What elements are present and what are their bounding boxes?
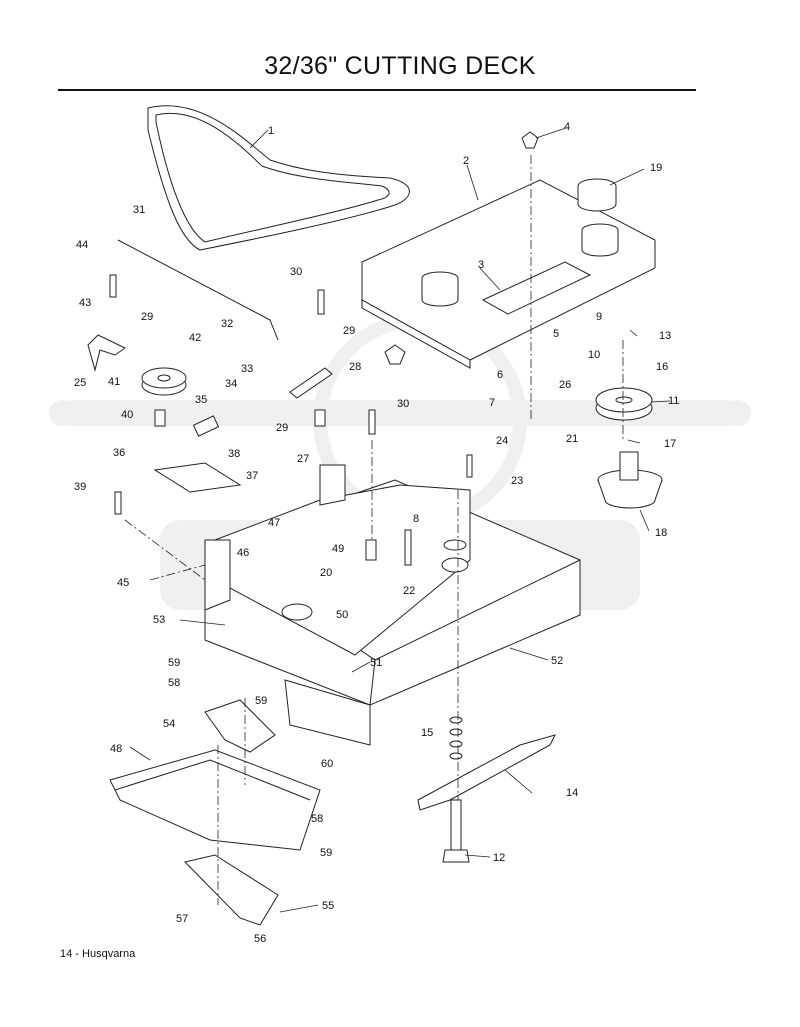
callout-21: 21 — [566, 433, 578, 445]
callout-14: 14 — [566, 787, 578, 799]
part-2-deck-cover — [361, 179, 656, 369]
part-41-pulley — [141, 367, 187, 396]
callout-11: 11 — [668, 395, 679, 407]
leader-lines — [129, 127, 671, 913]
callout-47: 47 — [268, 517, 280, 529]
part-52-deck-housing — [204, 464, 581, 746]
part-11-pulley — [595, 387, 653, 421]
callout-50: 50 — [336, 609, 348, 621]
callout-32: 32 — [221, 318, 233, 330]
callout-28: 28 — [349, 361, 361, 373]
callout-2: 2 — [463, 155, 469, 167]
callout-1: 1 — [268, 125, 274, 137]
callout-5: 5 — [553, 328, 559, 340]
callout-38: 38 — [228, 448, 240, 460]
callout-57: 57 — [176, 913, 188, 925]
page-footer: 14 - Husqvarna — [60, 948, 136, 960]
callout-60: 60 — [321, 758, 333, 770]
callout-37: 37 — [246, 470, 258, 482]
callout-30b: 30 — [397, 398, 409, 410]
callout-29: 29 — [141, 311, 153, 323]
callout-29c: 29 — [276, 422, 288, 434]
assembly-lines — [124, 155, 624, 905]
callout-8: 8 — [413, 513, 419, 525]
callout-45: 45 — [117, 577, 129, 589]
callout-52: 52 — [551, 655, 563, 667]
part-37-plate — [153, 462, 242, 493]
callout-24: 24 — [496, 435, 508, 447]
part-4b-knob — [384, 344, 406, 365]
part-54-bracket — [204, 699, 276, 753]
part-25-bracket — [87, 334, 126, 372]
callout-26: 26 — [559, 379, 571, 391]
callout-59c: 59 — [320, 847, 332, 859]
part-55-bracket — [184, 854, 279, 926]
title-rule — [58, 89, 696, 91]
callout-17: 17 — [664, 438, 676, 450]
callout-7: 7 — [489, 397, 495, 409]
callout-4: 4 — [564, 121, 570, 133]
callout-40: 40 — [121, 409, 133, 421]
callout-54: 54 — [163, 718, 175, 730]
callout-59: 59 — [168, 657, 180, 669]
callout-53: 53 — [153, 614, 165, 626]
callout-43: 43 — [79, 297, 91, 309]
part-12-bolt — [442, 799, 470, 863]
callout-3: 3 — [478, 259, 484, 271]
callout-33: 33 — [241, 363, 253, 375]
callout-18: 18 — [655, 527, 667, 539]
callout-12: 12 — [493, 852, 505, 864]
callout-20: 20 — [320, 567, 332, 579]
part-28-idler-arm — [289, 367, 333, 399]
part-14-blade — [417, 734, 556, 811]
callout-19: 19 — [650, 162, 662, 174]
callout-41: 41 — [108, 376, 120, 388]
callout-6: 6 — [497, 369, 503, 381]
callout-25: 25 — [74, 377, 86, 389]
callout-10: 10 — [588, 349, 600, 361]
callout-58: 58 — [168, 677, 180, 689]
part-48-chute — [109, 749, 321, 851]
callout-56: 56 — [254, 933, 266, 945]
callout-35: 35 — [195, 394, 207, 406]
part-18-spindle — [597, 451, 663, 509]
callout-48: 48 — [110, 743, 122, 755]
part-19-cap — [577, 178, 617, 212]
callout-16: 16 — [656, 361, 668, 373]
callout-36: 36 — [113, 447, 125, 459]
page-title: 32/36" CUTTING DECK — [264, 52, 536, 80]
part-15-washers — [449, 716, 463, 760]
callout-59b: 59 — [255, 695, 267, 707]
callout-44: 44 — [76, 239, 88, 251]
callout-55: 55 — [322, 900, 334, 912]
callout-30: 30 — [290, 266, 302, 278]
hardware-bolts — [109, 274, 473, 566]
part-31-rod — [117, 239, 279, 341]
callout-34: 34 — [225, 378, 237, 390]
part-4-knob — [521, 131, 539, 149]
callout-42: 42 — [189, 332, 201, 344]
callout-labels: 1 2 3 4 5 6 7 8 9 10 11 12 13 14 15 16 1… — [74, 121, 679, 945]
callout-22: 22 — [403, 585, 415, 597]
callout-27: 27 — [297, 453, 309, 465]
callout-51: 51 — [370, 657, 382, 669]
part-1-belt — [147, 105, 410, 251]
callout-49: 49 — [332, 543, 344, 555]
callout-13: 13 — [659, 330, 671, 342]
callout-58b: 58 — [311, 813, 323, 825]
callout-39: 39 — [74, 481, 86, 493]
callout-31: 31 — [133, 204, 145, 216]
callout-46: 46 — [237, 547, 249, 559]
callout-15: 15 — [421, 727, 433, 739]
callout-9: 9 — [596, 311, 602, 323]
callout-29b: 29 — [343, 325, 355, 337]
callout-23: 23 — [511, 475, 523, 487]
part-35-spring — [192, 415, 220, 437]
